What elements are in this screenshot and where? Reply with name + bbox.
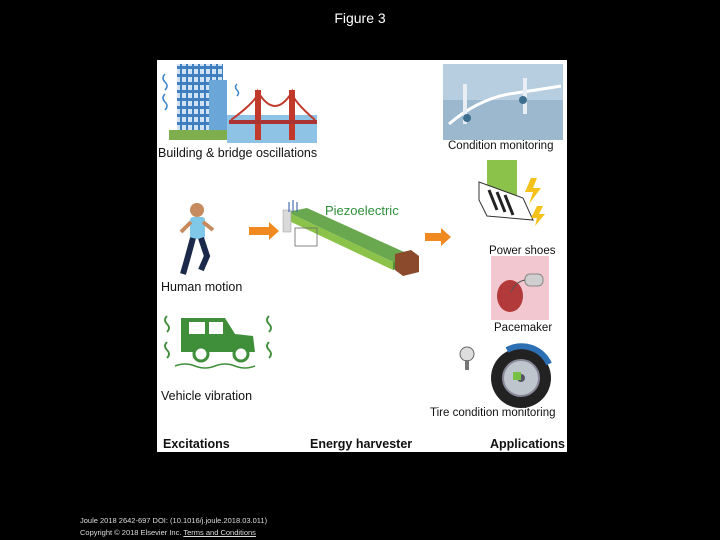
column-applications: Applications (490, 437, 566, 451)
figure-panel: Building & bridge oscillations Human mot… (157, 60, 567, 452)
label-condition-monitoring: Condition monitoring (448, 140, 554, 152)
piezo-beam (282, 200, 419, 276)
input-arrow (249, 222, 279, 240)
label-pacemaker: Pacemaker (494, 322, 553, 334)
label-human-motion: Human motion (161, 280, 243, 294)
bridge-image (227, 83, 317, 143)
label-vehicle-vibration: Vehicle vibration (161, 389, 253, 403)
runner-image (179, 203, 215, 275)
building-image (162, 64, 239, 140)
label-piezoelectric: Piezoelectric (325, 203, 399, 218)
label-tire-condition: Tire condition monitoring (430, 407, 556, 419)
column-excitations: Excitations (163, 437, 230, 451)
figure-title: Figure 3 (334, 10, 386, 26)
column-energy-harvester: Energy harvester (310, 437, 413, 451)
shoe-image (478, 160, 545, 226)
copyright-line: Copyright © 2018 Elsevier Inc. Terms and… (80, 528, 256, 537)
bridge-monitoring-image (443, 64, 563, 140)
copyright-text: Copyright © 2018 Elsevier Inc. (80, 528, 182, 537)
label-power-shoes: Power shoes (489, 245, 556, 257)
output-arrow (425, 228, 451, 246)
label-building-bridge: Building & bridge oscillations (158, 146, 318, 160)
citation-text: Joule 2018 2642-697 DOI: (10.1016/j.joul… (80, 516, 268, 525)
tire-image (459, 343, 552, 408)
pacemaker-image (491, 256, 549, 320)
terms-link[interactable]: Terms and Conditions (183, 528, 256, 537)
figure-artwork (162, 64, 563, 408)
vehicle-image (164, 315, 272, 369)
